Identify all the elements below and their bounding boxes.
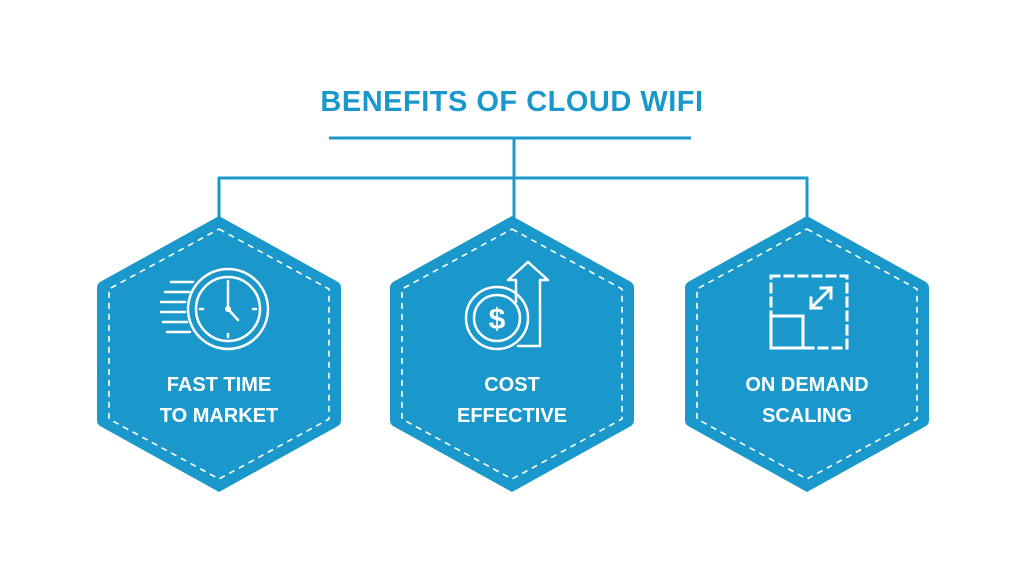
benefit-label-line-2: EFFECTIVE (456, 405, 567, 427)
hexagon-shape (97, 216, 341, 492)
benefit-card-fast-time-to-market: FAST TIME TO MARKET (97, 214, 341, 494)
resize-scale-icon (769, 274, 849, 350)
benefit-label-line-2: SCALING (762, 405, 852, 427)
benefit-card-cost-effective: $ COST EFFECTIVE (390, 214, 634, 494)
benefit-label-line-2: TO MARKET (159, 405, 279, 427)
benefit-label-line-1: COST (484, 374, 540, 396)
hexagon-shape (685, 216, 929, 492)
benefit-label-line-1: ON DEMAND (745, 374, 869, 396)
benefit-label: ON DEMAND SCALING (685, 370, 929, 432)
dollar-coin-up-arrow-icon: $ (464, 260, 550, 351)
benefit-label: FAST TIME TO MARKET (97, 370, 341, 432)
hexagon-shape (390, 216, 634, 492)
stopwatch-speed-icon (159, 267, 270, 351)
benefit-label: COST EFFECTIVE (390, 370, 634, 432)
benefit-card-on-demand-scaling: ON DEMAND SCALING (685, 214, 929, 494)
benefit-label-line-1: FAST TIME (166, 374, 272, 396)
svg-text:$: $ (489, 303, 506, 336)
infographic-title: BENEFITS OF CLOUD WIFI (320, 86, 704, 118)
